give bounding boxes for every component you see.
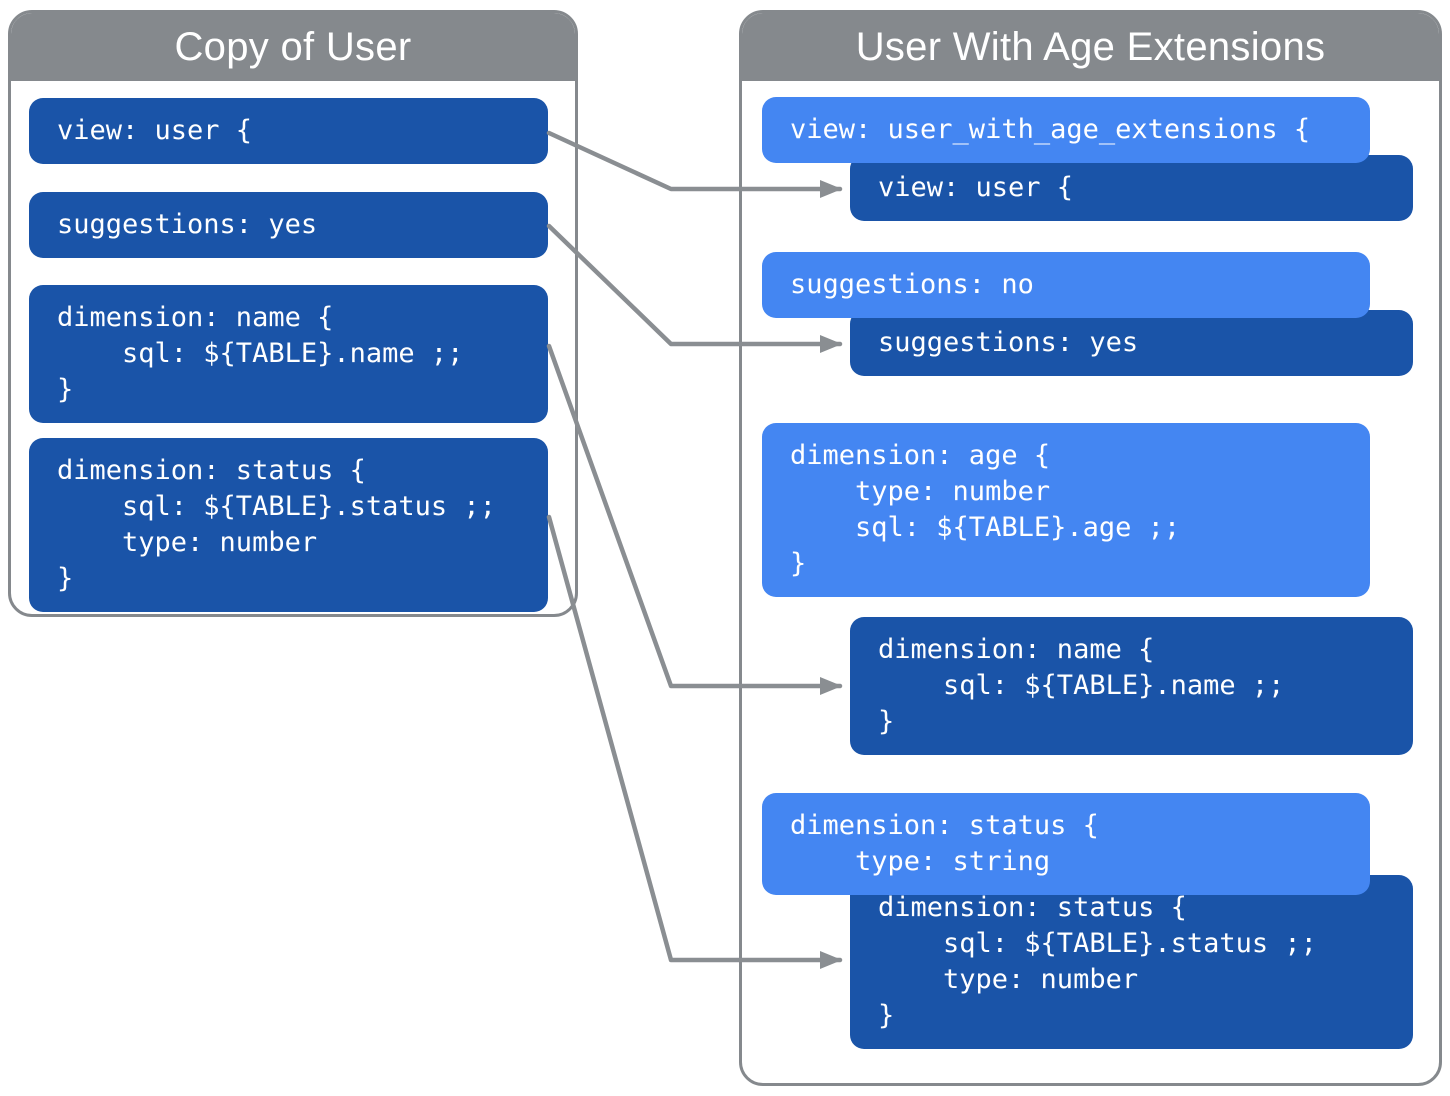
code-line: dimension: age { <box>790 440 1051 471</box>
code-line: } <box>790 548 807 579</box>
code-line: type: number <box>878 964 1139 995</box>
code-line: dimension: name { <box>878 634 1155 665</box>
code-block-copy-dimension-name: dimension: name { sql: ${TABLE}.name ;; … <box>29 285 548 423</box>
code-line: dimension: status { <box>57 455 366 486</box>
code-block-copy-dimension-status: dimension: status { sql: ${TABLE}.status… <box>29 438 548 612</box>
code-line: suggestions: yes <box>878 327 1139 358</box>
code-line: sql: ${TABLE}.name ;; <box>57 338 464 369</box>
code-line: type: number <box>57 527 318 558</box>
code-line: view: user_with_age_extensions { <box>790 114 1311 145</box>
code-block-original-view-user: view: user { <box>850 155 1413 221</box>
panel-title-user-with-age-extensions: User With Age Extensions <box>855 24 1326 69</box>
code-block-ext-dimension-age: dimension: age { type: number sql: ${TAB… <box>762 423 1370 597</box>
code-block-original-dimension-name: dimension: name { sql: ${TABLE}.name ;; … <box>850 617 1413 755</box>
code-block-ext-dimension-status-refinement: dimension: status { type: string <box>762 793 1370 895</box>
panel-title-copy-of-user: Copy of User <box>174 24 412 69</box>
code-line: sql: ${TABLE}.age ;; <box>790 512 1181 543</box>
panel-header-user-with-age-extensions: User With Age Extensions <box>742 13 1439 81</box>
code-block-ext-view-user-with-age-extensions: view: user_with_age_extensions { <box>762 97 1370 163</box>
code-block-copy-suggestions-yes: suggestions: yes <box>29 192 548 258</box>
code-line: type: number <box>790 476 1051 507</box>
code-line: sql: ${TABLE}.status ;; <box>57 491 496 522</box>
code-block-ext-suggestions-no: suggestions: no <box>762 252 1370 318</box>
code-line: dimension: name { <box>57 302 334 333</box>
code-line: sql: ${TABLE}.name ;; <box>878 670 1285 701</box>
code-line: } <box>878 1000 895 1031</box>
code-block-original-dimension-status: dimension: status { sql: ${TABLE}.status… <box>850 875 1413 1049</box>
code-line: } <box>878 706 895 737</box>
code-line: dimension: status { <box>790 810 1099 841</box>
code-line: sql: ${TABLE}.status ;; <box>878 928 1317 959</box>
panel-header-copy-of-user: Copy of User <box>11 13 575 81</box>
code-line: } <box>57 374 74 405</box>
code-line: dimension: status { <box>878 892 1187 923</box>
code-block-original-suggestions-yes: suggestions: yes <box>850 310 1413 376</box>
code-line: suggestions: yes <box>57 209 318 240</box>
code-block-copy-view-user: view: user { <box>29 98 548 164</box>
code-line: view: user { <box>57 115 253 146</box>
code-line: view: user { <box>878 172 1074 203</box>
code-line: } <box>57 563 74 594</box>
code-line: suggestions: no <box>790 269 1034 300</box>
code-line: type: string <box>790 846 1051 877</box>
